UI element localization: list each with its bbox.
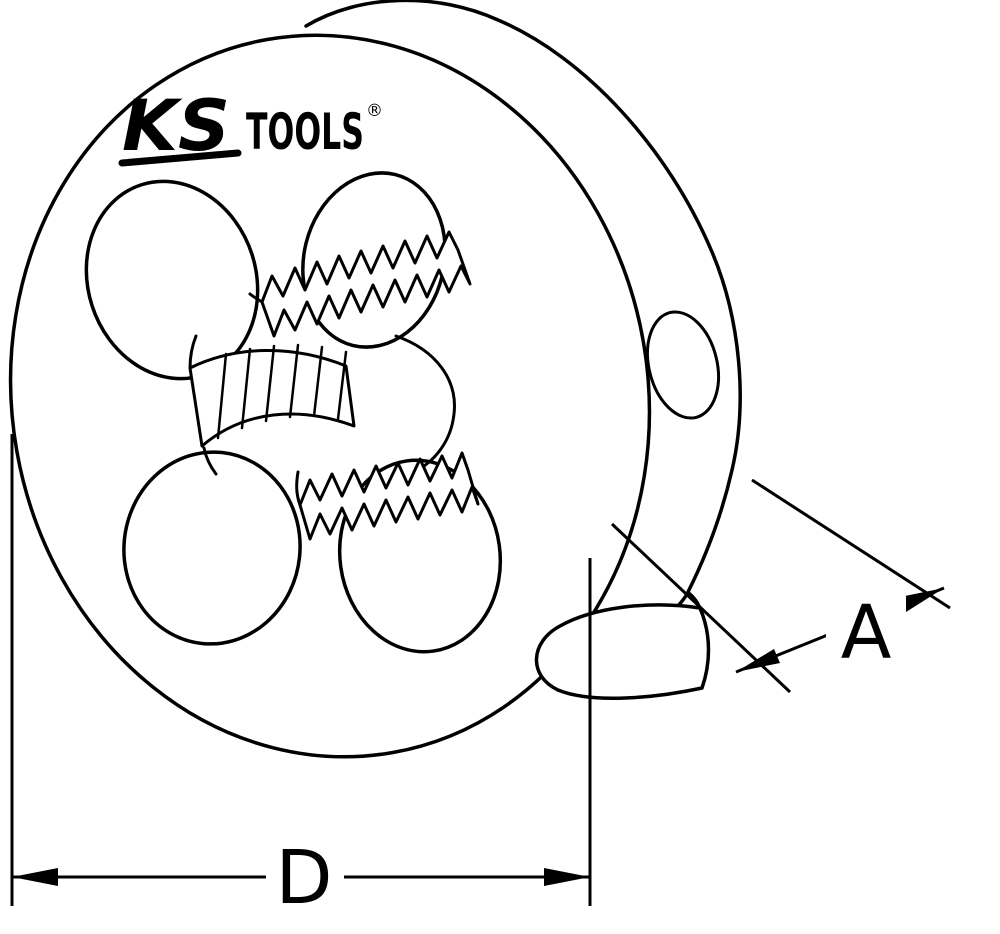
lobe-bottom-left bbox=[122, 450, 302, 646]
thread-coil-band bbox=[188, 348, 356, 448]
dimension-d-arrow-left bbox=[12, 868, 58, 886]
dimension-a-label: A bbox=[841, 590, 892, 676]
thread-teeth-lower bbox=[298, 451, 480, 541]
dimension-d-arrow-right bbox=[544, 868, 590, 886]
dimension-d-label: D bbox=[276, 835, 333, 921]
die-clamp-tab bbox=[534, 590, 711, 700]
logo: KS TOOLS ® bbox=[118, 85, 383, 167]
cutting-edge-connector-bottom bbox=[295, 470, 302, 507]
thread-aperture bbox=[84, 171, 503, 654]
set-screw-hole bbox=[646, 310, 720, 420]
dimension-a-label-backing bbox=[826, 596, 906, 668]
logo-registered-mark: ® bbox=[366, 101, 383, 121]
thread-teeth-upper bbox=[260, 230, 472, 338]
die-back-rim-outline bbox=[304, 0, 742, 614]
dimension-d-label-backing bbox=[266, 836, 344, 912]
dimension-d: D bbox=[10, 434, 592, 921]
cutting-edge-connector-left-lower bbox=[202, 446, 218, 476]
dimension-a-arrow-inner bbox=[736, 649, 780, 672]
logo-underline-swoosh bbox=[118, 149, 242, 167]
die-body bbox=[304, 0, 742, 614]
clamp-tab-body bbox=[534, 603, 711, 700]
dimension-a-arrow-outer bbox=[900, 588, 944, 612]
logo-tools-text: TOOLS bbox=[246, 103, 364, 161]
dimension-a-extension-outer bbox=[751, 478, 951, 610]
center-hole-right-edge bbox=[394, 334, 456, 474]
thread-coil-ribs bbox=[216, 343, 348, 440]
dimension-a: A bbox=[610, 478, 951, 694]
cutting-edge-connector-left-upper bbox=[188, 334, 198, 370]
